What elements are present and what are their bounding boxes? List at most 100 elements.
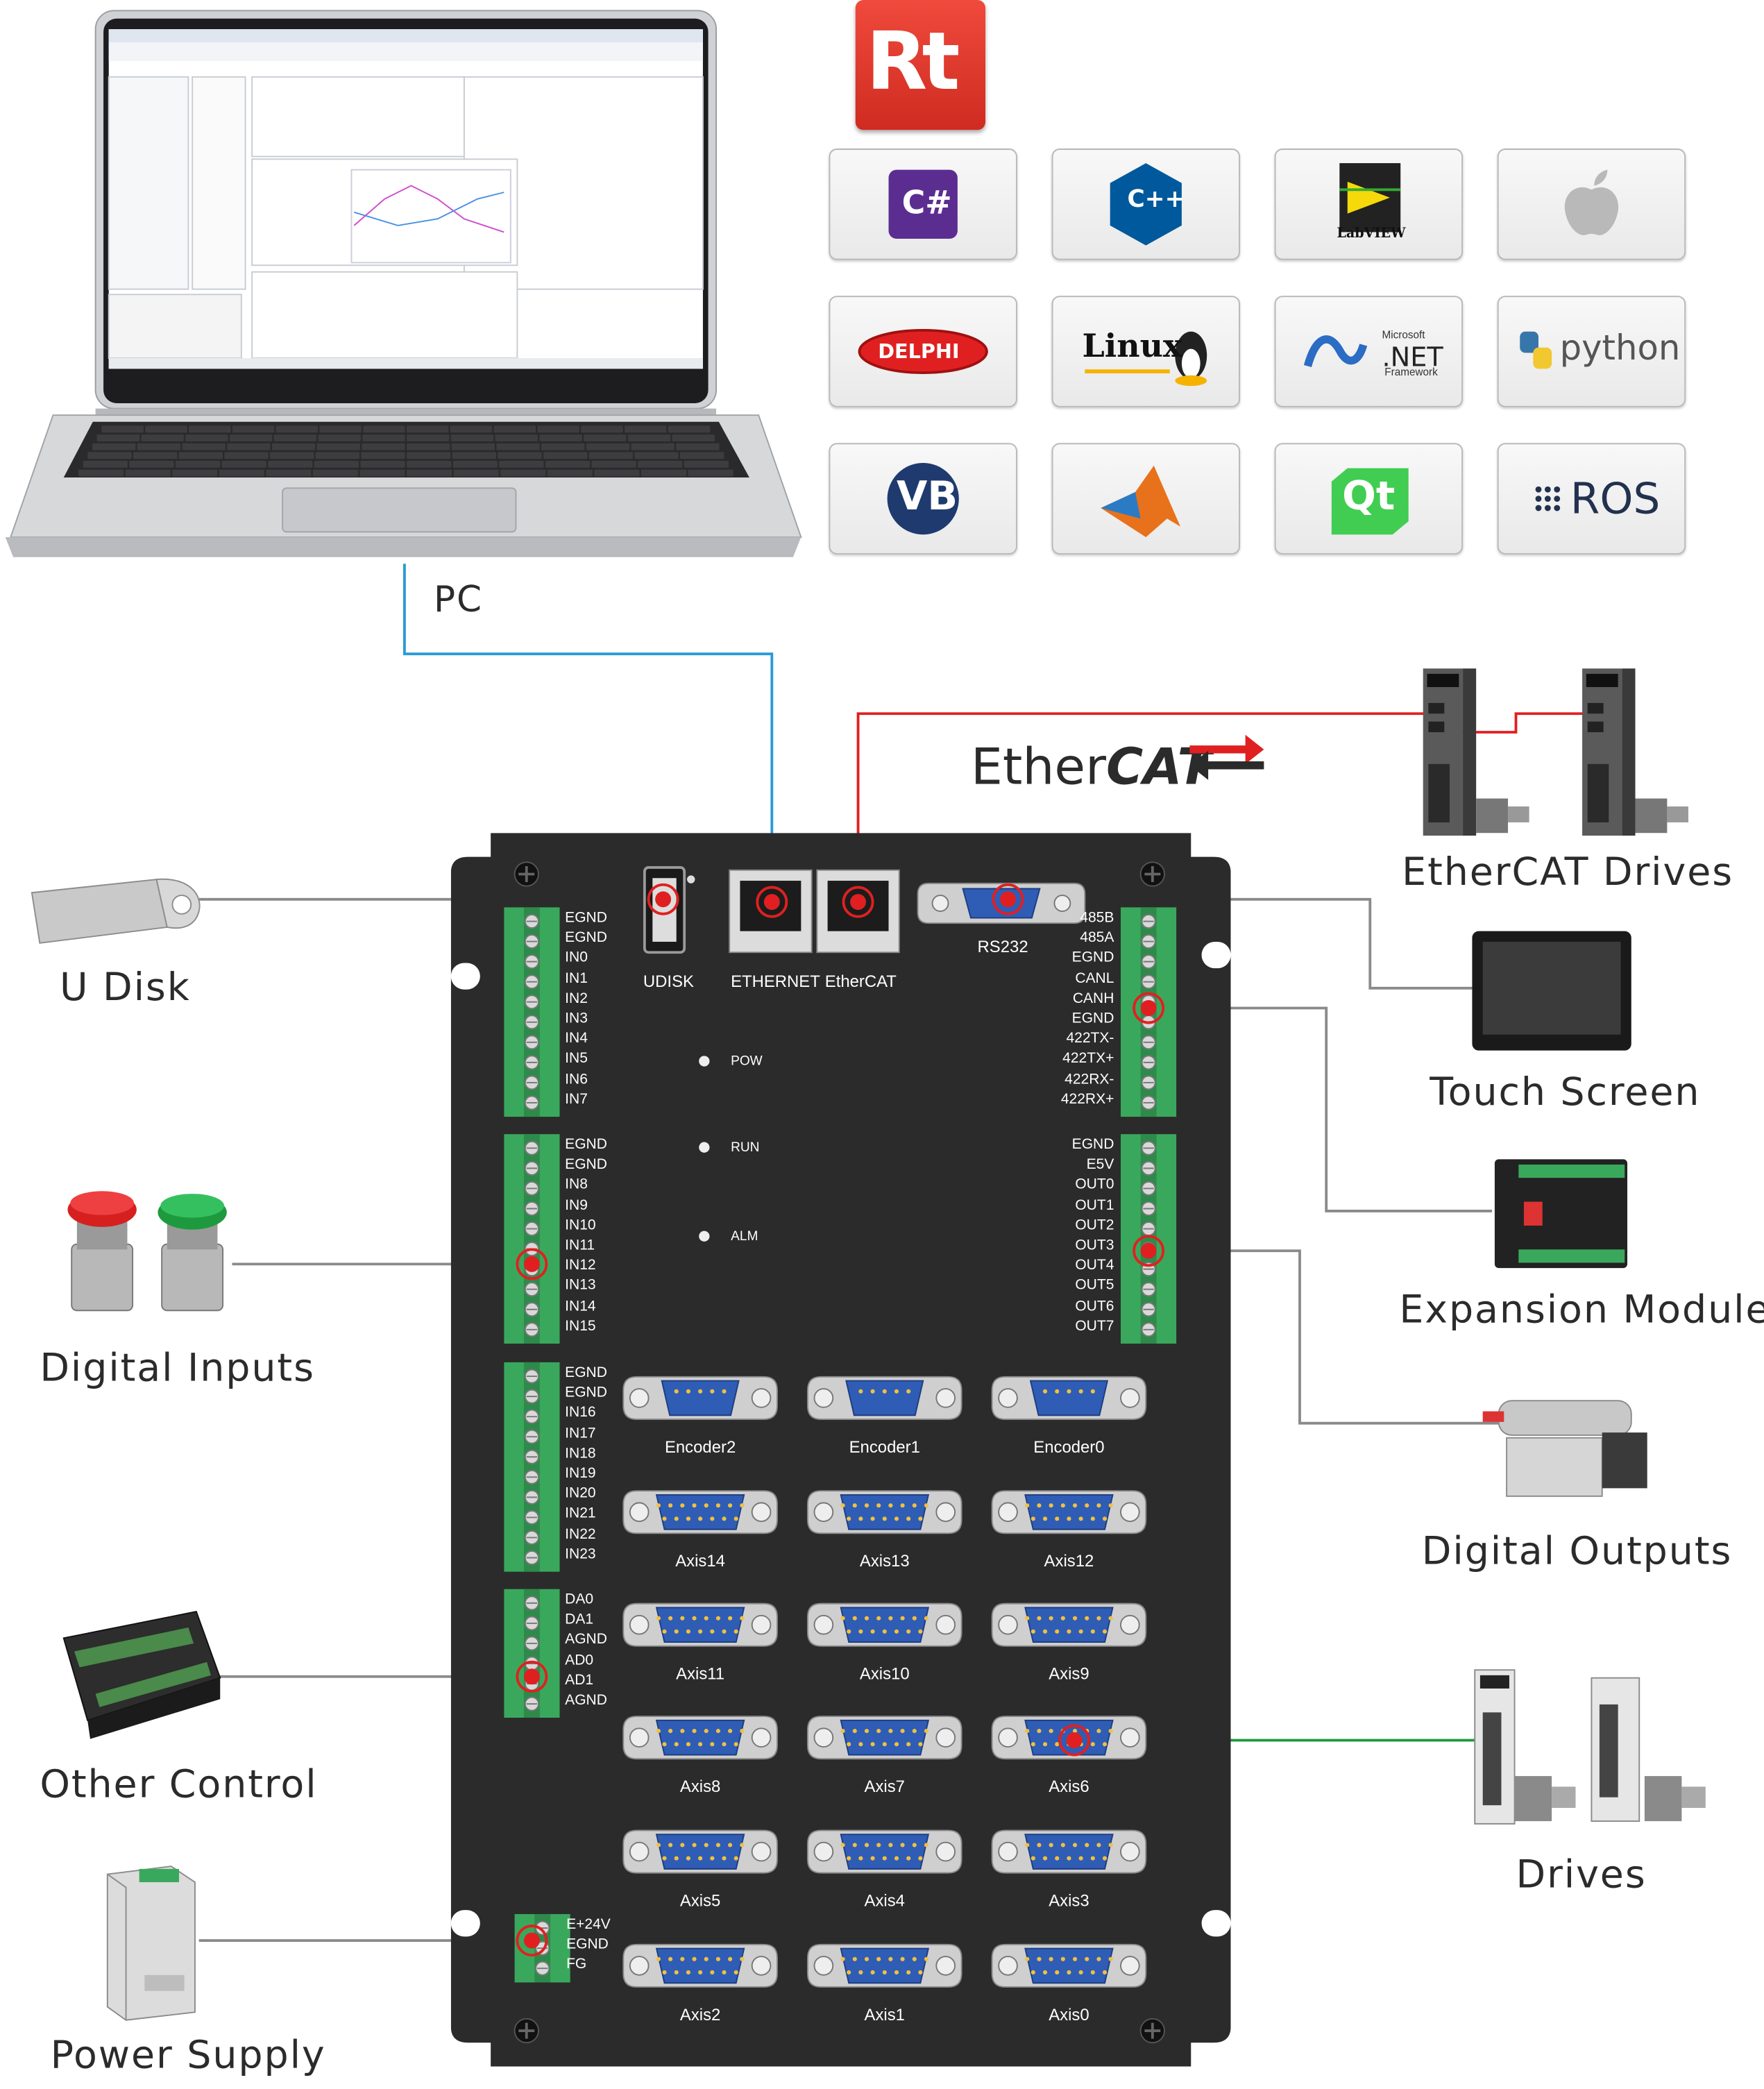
pin-label: 422RX+	[1060, 1091, 1114, 1108]
pin-label: OUT6	[1075, 1298, 1114, 1314]
ethercat-drive-link	[1443, 712, 1592, 734]
expansion-module-icon	[1494, 1159, 1628, 1269]
delphi-text: DELPHI	[878, 339, 960, 364]
ethercat-port-label: EtherCAT	[824, 972, 897, 991]
ethercat-logo-ether: Ether	[970, 737, 1106, 796]
pin-label: IN12	[565, 1258, 596, 1274]
axis-connector	[802, 1486, 967, 1544]
axis-connector	[802, 1711, 967, 1769]
connector-label: Axis4	[864, 1891, 905, 1911]
pin-label: CANH	[1072, 990, 1114, 1007]
other-control-label: Other Control	[40, 1761, 318, 1807]
pin-label: EGND	[565, 1136, 607, 1153]
pin-label: FG	[566, 1956, 587, 1973]
pin-label: IN2	[565, 990, 588, 1007]
pin-label: IN5	[565, 1051, 588, 1067]
pin-label: AGND	[565, 1692, 607, 1709]
terminal-block-terminal2	[504, 1134, 560, 1344]
pin-label: CANL	[1075, 970, 1114, 987]
expansion-module-label: Expansion Module	[1399, 1286, 1764, 1332]
pin-label: EGND	[565, 1364, 607, 1381]
labview-icon: LabVIEW	[1274, 149, 1464, 260]
pin-label: IN11	[565, 1237, 595, 1254]
pin-label: 485A	[1080, 930, 1114, 947]
connector-label: Axis13	[859, 1552, 910, 1571]
connector-label: Axis2	[679, 2005, 721, 2024]
axis-connector	[802, 1598, 967, 1657]
pin-label: OUT5	[1075, 1278, 1114, 1294]
connector-label: Axis11	[676, 1664, 725, 1684]
pin-label: OUT7	[1075, 1318, 1114, 1335]
qt-text: Qt	[1342, 473, 1396, 521]
connector-label: Axis10	[859, 1664, 910, 1684]
pin-label: IN0	[565, 950, 588, 967]
pin-label: EGND	[565, 1156, 607, 1173]
linux-icon: Linux	[1051, 296, 1240, 407]
connector-label: Axis3	[1049, 1891, 1089, 1911]
connector-label: Axis5	[679, 1891, 721, 1911]
pin-label: EGND	[565, 910, 607, 927]
push-buttons-icon	[67, 1191, 227, 1312]
pin-label: OUT2	[1075, 1217, 1114, 1234]
csharp-text: C#	[901, 184, 952, 222]
csharp-icon: C#	[829, 149, 1017, 260]
axis-connector	[802, 1825, 967, 1884]
pin-label: E5V	[1086, 1156, 1114, 1173]
pin-label: IN15	[565, 1318, 596, 1335]
ethercat-drives-label: EtherCAT Drives	[1402, 849, 1733, 895]
pin-label: IN6	[565, 1071, 588, 1088]
ethernet-port-label: ETHERNET	[731, 972, 820, 991]
pin-label: IN10	[565, 1217, 596, 1234]
alm-led-label: ALM	[731, 1229, 758, 1244]
connector-label: Encoder2	[664, 1437, 736, 1457]
rt-logo: Rt	[855, 0, 986, 130]
pin-label: 422TX+	[1062, 1051, 1114, 1067]
pin-label: 485B	[1080, 910, 1114, 927]
pc-ethernet-line	[403, 564, 774, 902]
pin-label: IN3	[565, 1010, 588, 1027]
pin-label: IN17	[565, 1425, 596, 1441]
pin-label: 422TX-	[1066, 1031, 1114, 1047]
rt-logo-text: Rt	[866, 15, 960, 109]
pin-label: IN7	[565, 1091, 588, 1108]
encoder-connector	[987, 1371, 1151, 1430]
axis-connector	[987, 1939, 1151, 1997]
ethercat-arrows-icon	[1189, 734, 1264, 780]
encoder-connector	[618, 1371, 783, 1430]
cplusplus-text: C++	[1127, 185, 1185, 214]
pin-label: IN19	[565, 1465, 596, 1482]
ros-icon: ROS	[1497, 443, 1686, 555]
pin-label: IN8	[565, 1176, 588, 1193]
python-text: python	[1559, 328, 1681, 369]
touch-screen-label: Touch Screen	[1430, 1069, 1701, 1115]
pin-label: IN18	[565, 1445, 596, 1462]
apple-icon	[1497, 149, 1686, 260]
pin-label: EGND	[565, 1385, 607, 1401]
delphi-icon: DELPHI	[829, 296, 1017, 407]
axis-connector	[618, 1711, 783, 1769]
pin-label: AD0	[565, 1652, 594, 1668]
solenoid-valve-icon	[1482, 1400, 1647, 1497]
axis-connector	[987, 1598, 1151, 1657]
plc-icon	[62, 1611, 221, 1739]
pin-label: AGND	[565, 1632, 607, 1648]
connector-label: Axis1	[864, 2005, 905, 2024]
linux-text: Linux	[1082, 326, 1182, 365]
connector-label: Encoder1	[849, 1437, 920, 1457]
pin-label: 422RX-	[1065, 1071, 1114, 1088]
pin-label: IN20	[565, 1485, 596, 1502]
pin-label: IN4	[565, 1031, 588, 1047]
pin-label: IN13	[565, 1278, 596, 1294]
pin-label: DA1	[565, 1612, 594, 1628]
axis-connector	[618, 1486, 783, 1544]
connector-label: Axis0	[1049, 2005, 1089, 2024]
pin-label: IN23	[565, 1546, 596, 1563]
pin-label: OUT3	[1075, 1237, 1114, 1254]
vb-text: VB	[896, 473, 958, 521]
digital-outputs-label: Digital Outputs	[1421, 1528, 1733, 1573]
touch-screen-icon	[1472, 931, 1631, 1051]
connector-label: Axis6	[1049, 1777, 1089, 1796]
connector-label: Axis12	[1044, 1552, 1094, 1571]
pin-label: IN21	[565, 1505, 596, 1522]
